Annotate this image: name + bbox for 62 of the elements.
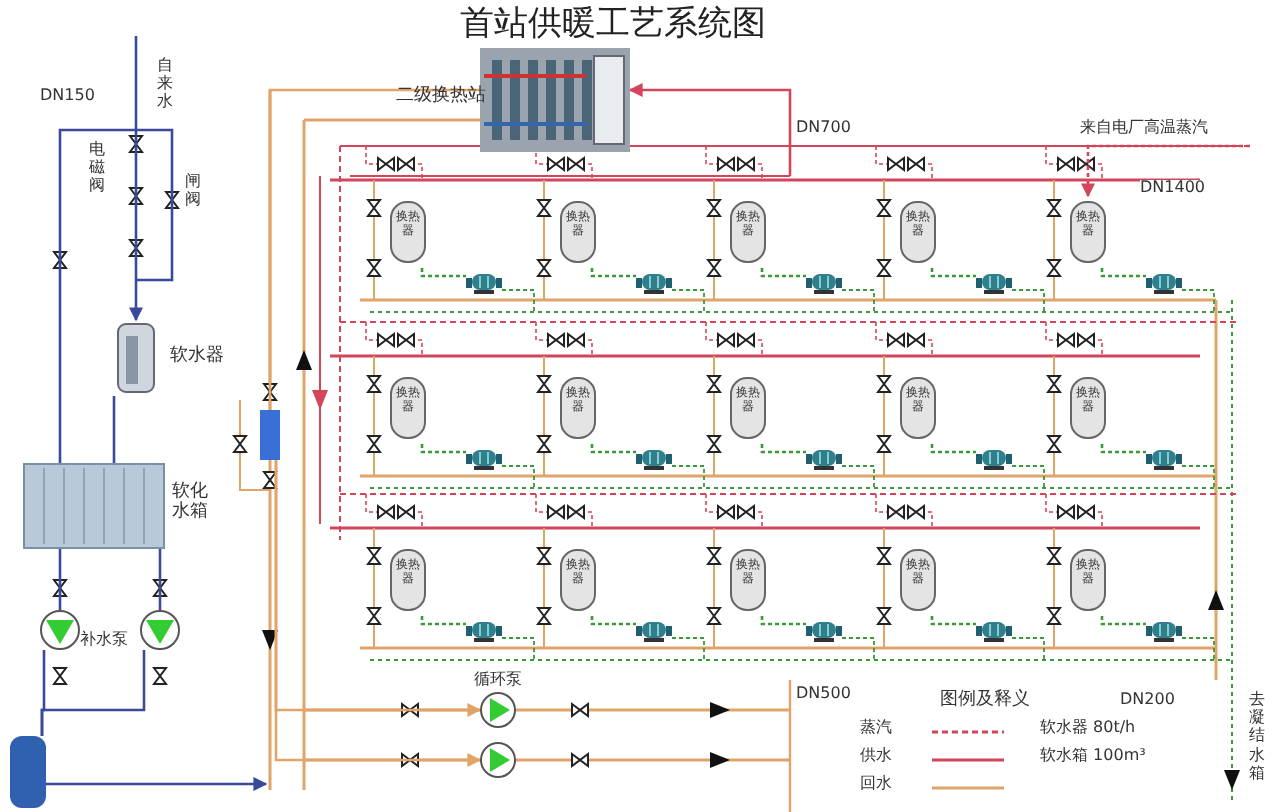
pipe-line <box>501 637 535 661</box>
pipe-line <box>671 465 705 489</box>
legend-title: 图例及释义 <box>940 692 1030 712</box>
pipe-line <box>841 289 875 313</box>
pipe-size-label: DN200 <box>1120 692 1175 710</box>
pipe-line <box>58 546 62 610</box>
pipe-line <box>671 289 705 313</box>
pipe-line <box>930 444 976 454</box>
arrow <box>1081 144 1250 198</box>
pipe-line <box>420 616 466 626</box>
arrow <box>274 460 482 767</box>
legend-text: 回水 <box>860 776 892 794</box>
arrow <box>628 83 792 176</box>
source-label: 来自电厂高温蒸汽 <box>1080 120 1208 138</box>
pipe-line <box>40 650 146 736</box>
equipment-label: 软水器 <box>170 348 224 368</box>
pipe-line <box>1100 616 1146 626</box>
pipe-line <box>1011 289 1045 313</box>
pipe-line <box>590 444 636 454</box>
pipe-line <box>420 268 466 278</box>
diagram-title: 首站供暖工艺系统图 <box>460 6 766 44</box>
pipe-size-label: DN500 <box>796 686 851 704</box>
pipe-line <box>590 268 636 278</box>
equipment-label: 软化水箱 <box>172 484 210 524</box>
valve-label: 电磁阀 <box>88 140 106 196</box>
outlet-label: 去凝结水箱 <box>1248 690 1266 782</box>
pipe-line <box>1011 637 1045 661</box>
arrow <box>58 34 174 466</box>
pipe-line <box>158 546 162 610</box>
spec-text: 软水箱 100m³ <box>1040 748 1146 766</box>
pipe-line <box>671 637 705 661</box>
pipe-line <box>930 268 976 278</box>
valve-label: 闸阀 <box>184 172 202 209</box>
equipment-label: 循环泵 <box>474 672 522 690</box>
pipe-size-label: DN150 <box>40 88 95 106</box>
pipe-line <box>420 444 466 454</box>
pipe-line <box>1181 289 1215 313</box>
pipe-line <box>1181 637 1215 661</box>
equipment-label: 二级换热站 <box>396 88 486 108</box>
arrow <box>46 777 268 791</box>
pipe-line <box>268 88 480 410</box>
pipe-line <box>1011 465 1045 489</box>
pipe-size-label: DN700 <box>796 120 851 138</box>
pipe-line <box>760 444 806 454</box>
pipe-line <box>930 616 976 626</box>
pipe-line <box>760 616 806 626</box>
spec-text: 软水器 80t/h <box>1040 720 1136 738</box>
pipe-line <box>590 616 636 626</box>
pipe-line <box>501 465 535 489</box>
pipe-line <box>841 465 875 489</box>
inlet-label: 自来水 <box>156 56 174 112</box>
pipe-line <box>112 394 116 464</box>
equipment-label: 补水泵 <box>80 632 128 650</box>
pipe-line <box>501 289 535 313</box>
legend-text: 供水 <box>860 748 892 766</box>
legend-text: 蒸汽 <box>860 720 892 738</box>
pipe-line <box>1100 268 1146 278</box>
pipe-line <box>760 268 806 278</box>
pipe-line <box>1100 444 1146 454</box>
pipe-line <box>1181 465 1215 489</box>
pipe-size-label: DN1400 <box>1140 180 1206 198</box>
pipe-line <box>841 637 875 661</box>
